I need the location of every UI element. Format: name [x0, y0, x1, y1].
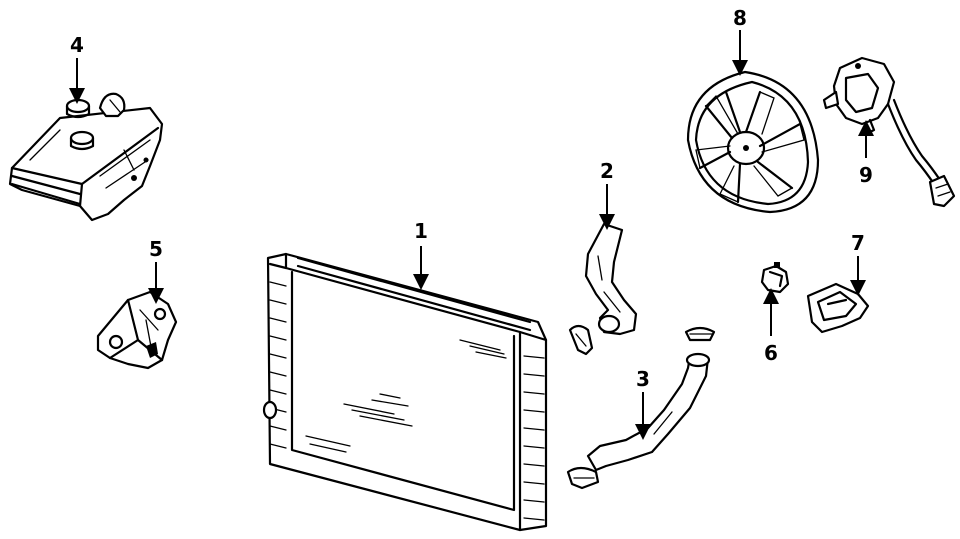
callout-3-label: 3 — [636, 367, 650, 391]
callout-6: 6 — [763, 288, 779, 365]
callout-2-label: 2 — [600, 159, 614, 183]
radiator — [262, 252, 548, 532]
callout-5-label: 5 — [149, 237, 163, 261]
callout-4-label: 4 — [70, 33, 84, 57]
callout-8: 8 — [732, 6, 748, 76]
thermostat-housing — [96, 290, 178, 370]
upper-radiator-hose — [568, 222, 638, 356]
callout-7: 7 — [850, 231, 866, 296]
callout-7-label: 7 — [851, 231, 865, 255]
callout-4: 4 — [69, 33, 85, 104]
callout-9-label: 9 — [859, 163, 873, 187]
cooling-fan — [686, 70, 820, 214]
callout-1: 1 — [413, 219, 429, 290]
fan-motor — [822, 56, 956, 208]
callout-6-label: 6 — [764, 341, 778, 365]
callout-5: 5 — [148, 237, 164, 304]
lower-radiator-hose — [566, 326, 716, 490]
coolant-reservoir — [8, 92, 164, 222]
callout-1-label: 1 — [414, 219, 428, 243]
callout-2: 2 — [599, 159, 615, 230]
temperature-sensor — [760, 262, 790, 294]
water-inlet — [806, 282, 870, 334]
callout-9: 9 — [858, 120, 874, 187]
callout-8-label: 8 — [733, 6, 747, 30]
callout-3: 3 — [635, 367, 651, 440]
